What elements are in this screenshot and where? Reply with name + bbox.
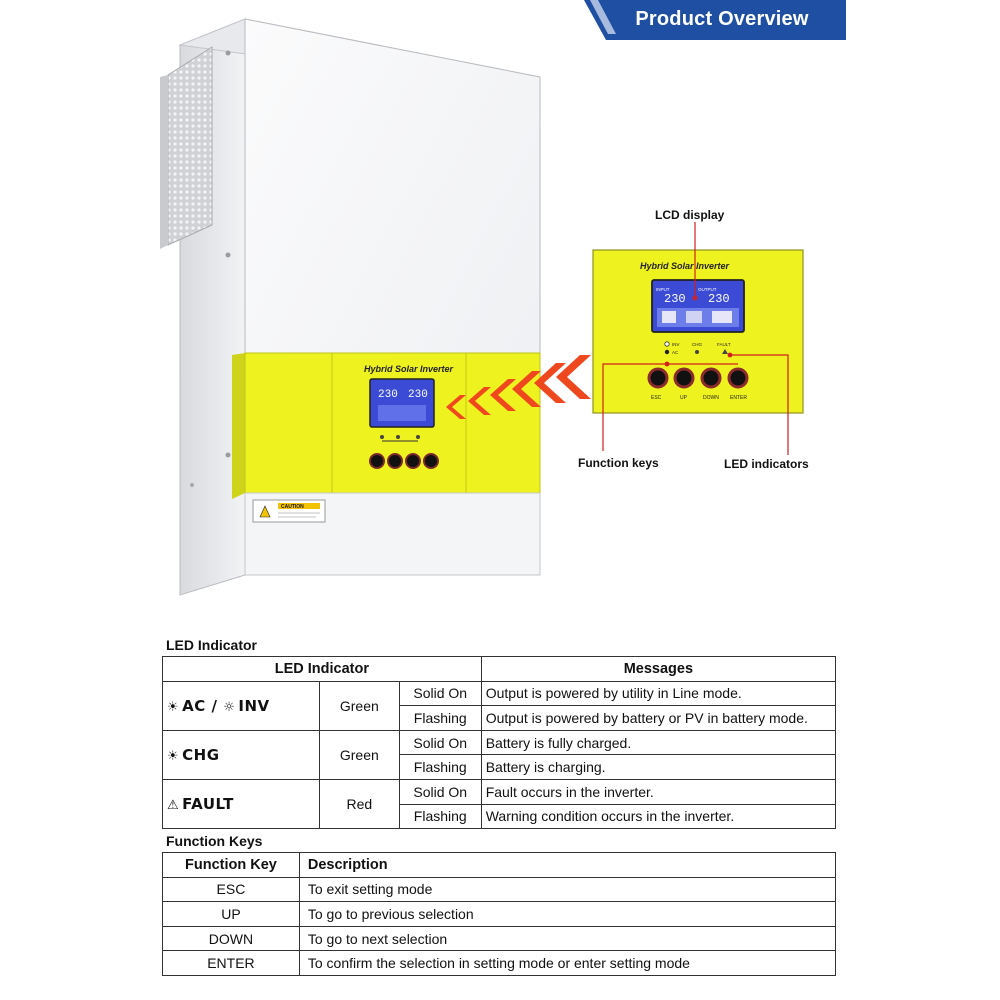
description-header: Description — [298, 852, 837, 878]
banner-title: Product Overview — [635, 8, 809, 30]
callout-lines — [602, 222, 789, 455]
zoomed-key-enter — [727, 367, 749, 389]
led-message: Output is powered by battery or PV in ba… — [480, 705, 837, 731]
keys-section-title: Function Keys — [166, 833, 263, 849]
svg-text:FAULT: FAULT — [717, 342, 731, 347]
table-row: ⚠FAULT Red Solid On Fault occurs in the … — [162, 778, 837, 830]
function-keys-table: Function Key Description ESC To exit set… — [162, 852, 837, 976]
fault-label: FAULT — [182, 795, 234, 814]
product-overview-banner: Product Overview — [584, 0, 846, 40]
svg-text:CAUTION: CAUTION — [281, 504, 304, 510]
lcd-display-callout: LCD display — [655, 208, 725, 222]
messages-header: Messages — [480, 656, 837, 682]
led-color: Green — [318, 680, 400, 731]
led-indicator-table: LED Indicator Messages ☀AC / ☼INV Green … — [162, 656, 837, 830]
device-key-up — [387, 453, 403, 469]
fault-indicator: ⚠FAULT — [162, 778, 320, 830]
device-key-enter — [423, 453, 439, 469]
led-message: Battery is fully charged. — [480, 729, 837, 756]
led-message: Fault occurs in the inverter. — [480, 778, 837, 805]
table-row: DOWN To go to next selection — [162, 925, 837, 952]
function-description: To go to previous selection — [298, 901, 837, 927]
svg-text:230: 230 — [378, 389, 398, 401]
led-state: Flashing — [398, 754, 482, 780]
svg-text:UP: UP — [680, 395, 688, 401]
led-indicator-header: LED Indicator — [162, 656, 482, 682]
ac-inv-indicator: ☀AC / ☼INV — [162, 680, 320, 731]
inverter-illustration: Hybrid Solar Inverter 230 230 CAUTION — [160, 15, 840, 605]
svg-text:AC: AC — [672, 350, 679, 355]
chg-indicator: ☀CHG — [162, 729, 320, 780]
svg-text:ESC: ESC — [651, 395, 662, 401]
function-description: To confirm the selection in setting mode… — [298, 950, 837, 976]
table-row: ☀CHG Green Solid On Battery is fully cha… — [162, 729, 837, 780]
banner-shape — [584, 0, 846, 40]
zoomed-key-up — [673, 367, 695, 389]
led-indicators-callout: LED indicators — [724, 457, 809, 471]
zoomed-key-esc — [647, 367, 669, 389]
led-message: Output is powered by utility in Line mod… — [480, 680, 837, 707]
svg-text:DOWN: DOWN — [703, 395, 719, 401]
chg-label: CHG — [182, 745, 220, 764]
led-section-title: LED Indicator — [166, 637, 258, 653]
svg-text:INV: INV — [672, 342, 680, 347]
function-key-header: Function Key — [162, 852, 300, 878]
table-row: ENTER To confirm the selection in settin… — [162, 950, 837, 976]
device-key-down — [405, 453, 421, 469]
table-header-row: LED Indicator Messages — [162, 656, 837, 682]
half-sun-icon: ☼ — [223, 699, 236, 715]
sun-icon: ☀ — [167, 748, 180, 764]
device-key-esc — [369, 453, 385, 469]
svg-text:OUTPUT: OUTPUT — [698, 287, 717, 292]
function-description: To exit setting mode — [298, 876, 837, 903]
led-state: Solid On — [398, 778, 482, 805]
zoomed-key-down — [700, 367, 722, 389]
heat-sink-vent — [167, 46, 213, 246]
svg-text:230: 230 — [664, 292, 686, 306]
function-keys-callout: Function keys — [578, 456, 659, 470]
led-color: Red — [318, 778, 400, 830]
table-row: UP To go to previous selection — [162, 901, 837, 927]
function-description: To go to next selection — [298, 925, 837, 952]
sun-icon: ☀ — [167, 699, 180, 715]
led-color: Green — [318, 729, 400, 780]
led-state: Solid On — [398, 729, 482, 756]
inverter-drawing: Hybrid Solar Inverter 230 230 CAUTION — [160, 18, 804, 596]
table-row: ☀AC / ☼INV Green Solid On Output is powe… — [162, 680, 837, 731]
svg-text:CHG: CHG — [692, 342, 702, 347]
led-message: Battery is charging. — [480, 754, 837, 780]
led-message: Warning condition occurs in the inverter… — [480, 803, 837, 830]
function-key: UP — [162, 901, 300, 927]
table-row: Flashing Warning condition occurs in the… — [163, 803, 837, 830]
table-row: ESC To exit setting mode — [162, 876, 837, 903]
svg-text:Hybrid Solar Inverter: Hybrid Solar Inverter — [640, 261, 730, 271]
function-key: ESC — [162, 876, 300, 903]
svg-text:230: 230 — [408, 389, 428, 401]
svg-text:ENTER: ENTER — [730, 395, 747, 401]
table-header-row: Function Key Description — [162, 852, 837, 878]
led-state: Flashing — [398, 705, 482, 731]
function-key: DOWN — [162, 925, 300, 952]
led-state: Flashing — [398, 803, 482, 830]
led-state: Solid On — [398, 680, 482, 707]
warning-icon: ⚠ — [167, 798, 180, 814]
device-panel-title: Hybrid Solar Inverter — [364, 364, 454, 374]
pointer-arrows — [446, 355, 591, 419]
svg-text:INPUT: INPUT — [656, 287, 670, 292]
function-key: ENTER — [162, 950, 300, 976]
svg-text:230: 230 — [708, 292, 730, 306]
